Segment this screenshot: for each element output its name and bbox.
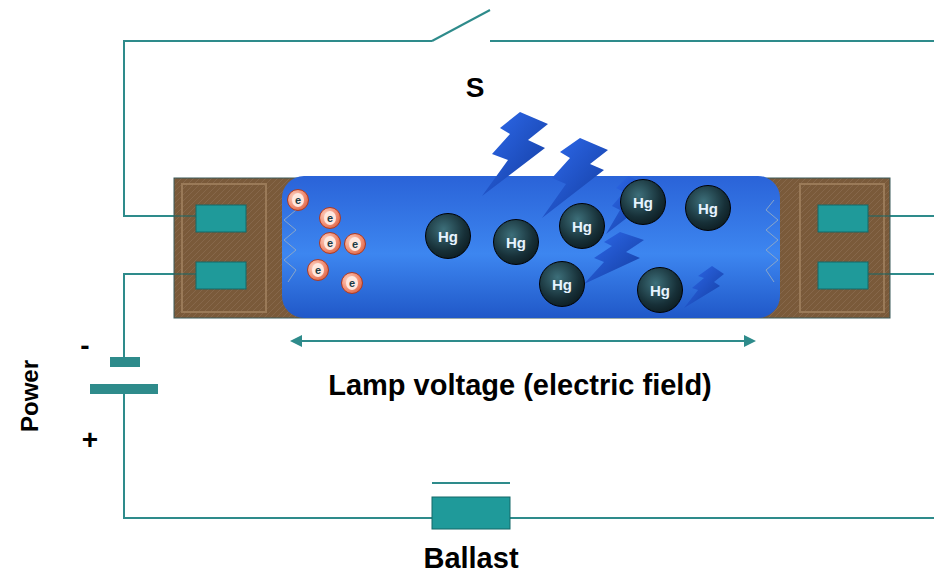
switch-label: S bbox=[466, 72, 485, 104]
mercury-atom: Hg bbox=[685, 185, 731, 231]
end-cap bbox=[800, 184, 884, 312]
ballast-plate bbox=[432, 482, 510, 484]
ballast-symbol bbox=[431, 482, 511, 532]
electron-circle: e bbox=[344, 233, 366, 255]
atom-label: Hg bbox=[506, 234, 526, 251]
power-label: Power bbox=[16, 360, 44, 432]
atom-label: Hg bbox=[572, 218, 592, 235]
atom-label: Hg bbox=[650, 282, 670, 299]
atom-label: Hg bbox=[552, 276, 572, 293]
ballast-box: Ballast bbox=[381, 482, 561, 575]
electron-circle: e bbox=[319, 207, 341, 229]
ballast-label: Ballast bbox=[423, 542, 518, 575]
mercury-atom: Hg bbox=[637, 267, 683, 313]
atom-label: Hg bbox=[633, 194, 653, 211]
mercury-atom: Hg bbox=[620, 179, 666, 225]
electron-label: e bbox=[292, 193, 304, 207]
mercury-atom: Hg bbox=[559, 203, 605, 249]
polarity-sign: - bbox=[80, 330, 89, 362]
electron-label: e bbox=[324, 236, 336, 250]
electron-label: e bbox=[349, 237, 361, 251]
voltage-label: Lamp voltage (electric field) bbox=[328, 369, 712, 402]
battery-symbol bbox=[90, 357, 158, 394]
filament bbox=[284, 200, 778, 282]
mercury-atom: Hg bbox=[539, 261, 585, 307]
mercury-atom: Hg bbox=[493, 219, 539, 265]
polarity-sign: + bbox=[82, 424, 98, 456]
electron-circle: e bbox=[341, 272, 363, 294]
electron-label: e bbox=[312, 263, 324, 277]
atom-label: Hg bbox=[698, 200, 718, 217]
electron-circle: e bbox=[319, 232, 341, 254]
end-cap bbox=[182, 184, 266, 312]
electron-label: e bbox=[346, 276, 358, 290]
atom-label: Hg bbox=[438, 228, 458, 245]
glass-tube bbox=[282, 176, 780, 318]
dimension-arrow bbox=[290, 335, 756, 347]
electron-label: e bbox=[324, 211, 336, 225]
electron-circle: e bbox=[307, 259, 329, 281]
mercury-atom: Hg bbox=[425, 213, 471, 259]
ballast-core bbox=[432, 497, 510, 529]
wire bbox=[124, 10, 934, 518]
electron-circle: e bbox=[287, 189, 309, 211]
